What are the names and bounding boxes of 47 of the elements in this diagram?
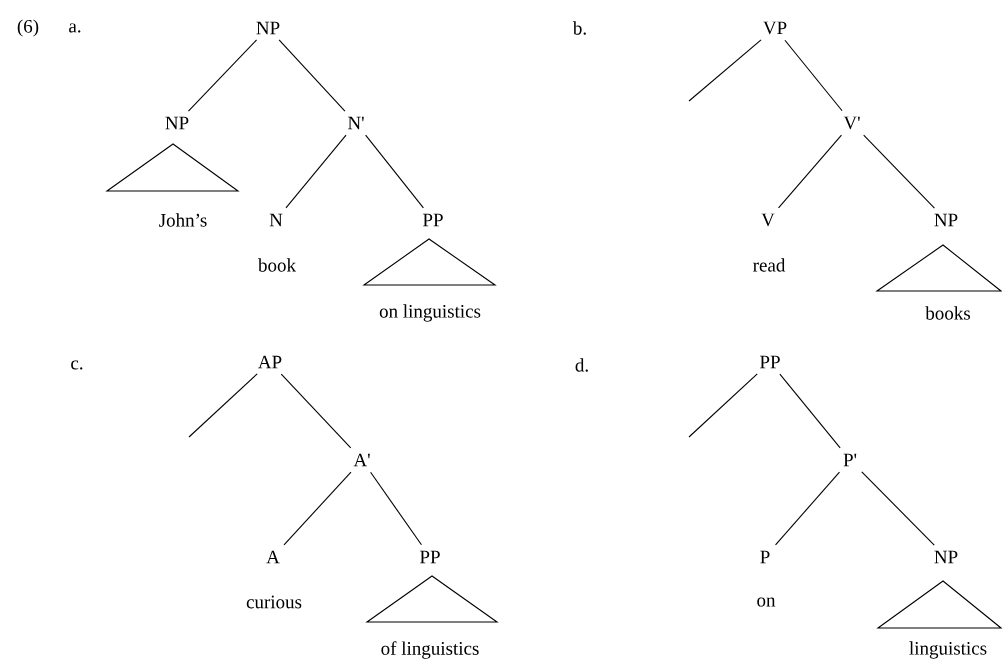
category-label: A' (353, 453, 370, 467)
terminal-word: on linguistics (379, 304, 481, 322)
branch-line (778, 134, 842, 209)
branch-line (370, 471, 422, 546)
branch-line (863, 134, 935, 209)
branch-line (188, 373, 258, 438)
category-label: V (761, 213, 775, 227)
category-label: PP (760, 355, 780, 369)
example-label: (6) (17, 19, 39, 37)
terminal-word: John’s (159, 213, 207, 227)
branch-line (280, 373, 352, 449)
branch-line (283, 471, 352, 546)
category-label: NP (256, 21, 280, 35)
branch-line (861, 471, 935, 546)
example-label: d. (575, 358, 588, 372)
category-label: N (269, 213, 283, 227)
category-label: P' (843, 453, 857, 467)
branch-line (688, 39, 762, 102)
category-label: A (266, 550, 280, 564)
terminal-word: books (925, 306, 970, 320)
terminal-word: book (258, 258, 296, 272)
category-label: NP (165, 116, 189, 130)
branch-line (775, 471, 840, 546)
terminal-word: read (753, 258, 786, 272)
example-label: b. (572, 21, 586, 35)
branch-line (779, 373, 841, 449)
category-label: P (760, 550, 770, 564)
category-label: AP (258, 355, 282, 369)
branch-line (365, 134, 424, 209)
terminal-word: of linguistics (381, 641, 479, 659)
category-label: NP (934, 550, 958, 564)
terminal-word: on (757, 597, 776, 607)
example-label: c. (71, 360, 83, 370)
branch-line (278, 39, 346, 112)
category-label: N' (348, 116, 364, 130)
branch-line (187, 39, 258, 112)
category-label: PP (423, 213, 443, 227)
terminal-word: curious (246, 595, 302, 609)
category-label: V' (843, 116, 860, 130)
branch-line (688, 373, 758, 438)
branch-line (784, 39, 843, 112)
terminal-word: linguistics (909, 641, 987, 659)
category-label: PP (420, 550, 440, 564)
category-label: NP (934, 213, 958, 227)
branch-line (285, 134, 347, 209)
example-label: a. (69, 23, 81, 33)
category-label: VP (763, 21, 787, 35)
